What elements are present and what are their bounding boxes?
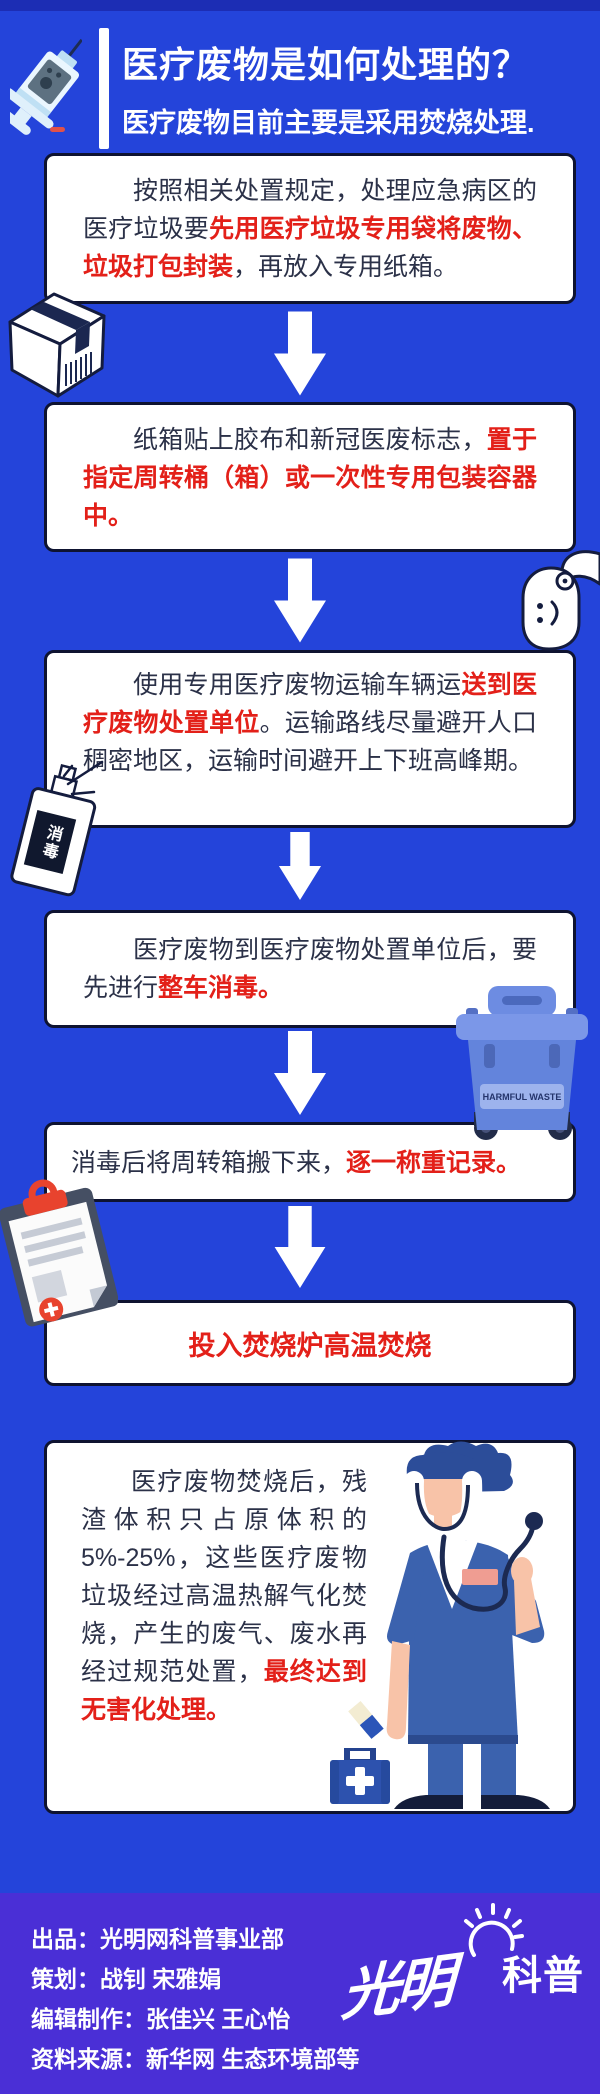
step-card-2: 纸箱贴上胶布和新冠医废标志，置于指定周转桶（箱）或一次性专用包装容器中。 <box>44 402 576 552</box>
flow-arrow-down <box>270 557 330 644</box>
flow-arrow-down <box>270 1206 330 1288</box>
sun-icon <box>460 1903 526 1969</box>
text-segment: 按照相关处置规定，处理应急病区的医疗垃圾要 <box>83 177 537 243</box>
disinfectant-spray-icon: 消毒 <box>6 758 138 906</box>
page-subtitle: 医疗废物目前主要是采用焚烧处理. <box>122 108 535 138</box>
text-segment: 投入焚烧炉高温焚烧 <box>188 1331 432 1361</box>
text-segment: 逐一称重记录。 <box>346 1149 522 1177</box>
footer: 出品：光明网科普事业部 策划：战钊 宋雅娟 编辑制作：张佳兴 王心怡 资料来源：… <box>0 1893 600 2094</box>
flow-arrow-down <box>270 1031 330 1115</box>
text-segment: 最终达到无害化处理。 <box>81 1658 367 1724</box>
pill-capsule-icon <box>346 1698 386 1742</box>
step-card-1: 按照相关处置规定，处理应急病区的医疗垃圾要先用医疗垃圾专用袋将废物、垃圾打包封装… <box>44 153 576 304</box>
flow-arrow-down <box>270 311 330 396</box>
text-segment: 。运输路线尽量避开人口稠密地区，运输时间避开上下班高峰期。 <box>83 709 537 775</box>
title-accent-bar <box>99 28 109 149</box>
top-strip <box>0 0 600 11</box>
blood-drop-icon <box>50 127 65 132</box>
text-segment: 医疗废物到医疗废物处置单位后，要先进行 <box>83 936 537 1002</box>
bin-label: HARMFUL WASTE <box>483 1092 562 1102</box>
syringe-icon <box>3 30 83 146</box>
step-card-4: 医疗废物到医疗废物处置单位后，要先进行整车消毒。 <box>44 910 576 1028</box>
text-segment: ，再放入专用纸箱。 <box>233 253 459 281</box>
step-text-1: 按照相关处置规定，处理应急病区的医疗垃圾要先用医疗垃圾专用袋将废物、垃圾打包封装… <box>83 172 537 286</box>
text-segment: 置于指定周转桶（箱）或一次性专用包装容器中。 <box>83 426 537 530</box>
waste-bin-icon: HARMFUL WASTE <box>446 984 598 1142</box>
logo-text-right: 科普 <box>502 1954 584 1998</box>
text-segment: 纸箱贴上胶布和新冠医废标志， <box>133 426 487 454</box>
step-text-6: 投入焚烧炉高温焚烧 <box>67 1327 553 1365</box>
first-aid-kit-icon <box>330 1745 390 1804</box>
step-text-4: 医疗废物到医疗废物处置单位后，要先进行整车消毒。 <box>83 931 537 1007</box>
credit-line: 策划：战钊 宋雅娟 <box>31 1966 222 1992</box>
text-segment: 整车消毒。 <box>158 974 284 1002</box>
tape-roll-icon <box>516 546 600 652</box>
credits-block: 出品：光明网科普事业部 策划：战钊 宋雅娟 编辑制作：张佳兴 王心怡 资料来源：… <box>31 1919 359 2079</box>
step-text-3: 使用专用医疗废物运输车辆运送到医疗废物处置单位。运输路线尽量避开人口稠密地区，运… <box>83 666 537 780</box>
doctor-illustration <box>378 1441 570 1813</box>
flow-arrow-down <box>270 832 330 900</box>
step-card-3: 使用专用医疗废物运输车辆运送到医疗废物处置单位。运输路线尽量避开人口稠密地区，运… <box>44 650 576 828</box>
step-text-5: 消毒后将周转箱搬下来，逐一称重记录。 <box>71 1144 549 1182</box>
cardboard-box-icon <box>0 282 112 410</box>
credit-line: 编辑制作：张佳兴 王心怡 <box>31 2006 291 2032</box>
text-segment: 先用医疗垃圾专用袋将废物、垃圾打包封装 <box>83 215 537 281</box>
text-segment: 使用专用医疗废物运输车辆运 <box>133 671 462 699</box>
text-segment: 医疗废物焚烧后，残渣体积只占原体积的5%-25%，这些医疗废物垃圾经过高温热解气… <box>81 1468 367 1686</box>
step-card-6: 投入焚烧炉高温焚烧 <box>44 1300 576 1386</box>
clipboard-icon <box>0 1178 119 1330</box>
text-segment: 送到医疗废物处置单位 <box>83 671 537 737</box>
page-title: 医疗废物是如何处理的？ <box>122 44 530 85</box>
credit-line: 出品：光明网科普事业部 <box>31 1926 284 1952</box>
guangming-kepu-logo: 光明 科普 <box>340 1903 588 2028</box>
step-text-7: 医疗废物焚烧后，残渣体积只占原体积的5%-25%，这些医疗废物垃圾经过高温热解气… <box>81 1463 367 1729</box>
credit-line: 资料来源：新华网 生态环境部等 <box>31 2046 360 2072</box>
step-text-2: 纸箱贴上胶布和新冠医废标志，置于指定周转桶（箱）或一次性专用包装容器中。 <box>83 421 537 535</box>
logo-text-left: 光明 <box>339 1948 452 2029</box>
text-segment: 消毒后将周转箱搬下来， <box>71 1149 347 1177</box>
